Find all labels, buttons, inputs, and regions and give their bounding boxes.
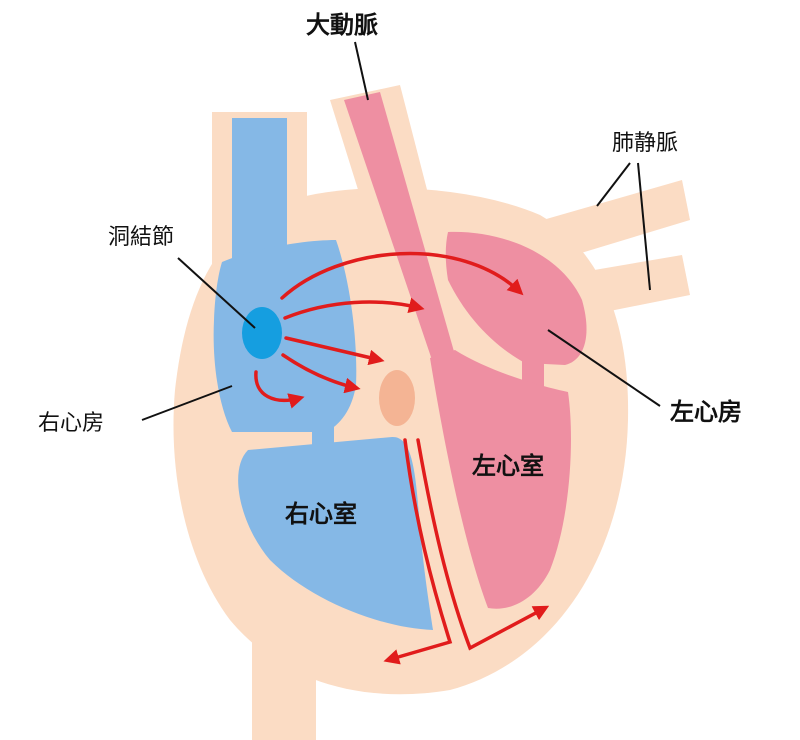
conduction-arrow-down bbox=[254, 370, 305, 409]
mitral-passage bbox=[522, 357, 544, 389]
label-left-atrium: 左心房 bbox=[670, 398, 742, 426]
superior-vena-cava-lumen bbox=[232, 118, 287, 270]
pulmonary-vein-leader-upper bbox=[596, 162, 631, 207]
left-ventricle-chamber bbox=[430, 350, 571, 609]
conduction-arrow-upper bbox=[283, 297, 425, 320]
tricuspid-passage bbox=[312, 420, 334, 446]
right-heart bbox=[213, 118, 433, 630]
pulmonary-vein-leader-lower bbox=[637, 162, 651, 291]
aorta-leader bbox=[354, 41, 369, 101]
conduction-arrows bbox=[254, 251, 550, 665]
right-atrium-chamber bbox=[213, 240, 357, 432]
conduction-arrow-bundle-left bbox=[383, 438, 453, 665]
conduction-arrow-to-left-atrium bbox=[280, 251, 524, 300]
label-right-atrium: 右心房 bbox=[38, 411, 104, 436]
label-right-ventricle: 右心室 bbox=[285, 500, 357, 528]
label-aorta: 大動脈 bbox=[306, 11, 378, 39]
sinoatrial-node bbox=[242, 307, 282, 359]
right-atrium-leader bbox=[141, 385, 233, 421]
label-left-ventricle: 左心室 bbox=[472, 452, 544, 480]
aorta-lumen bbox=[344, 92, 455, 360]
conduction-arrow-lower bbox=[281, 353, 361, 394]
right-ventricle-chamber bbox=[238, 436, 433, 630]
conduction-arrow-middle bbox=[284, 336, 385, 366]
sinoatrial-node-leader bbox=[177, 257, 256, 329]
left-atrium-leader bbox=[547, 329, 661, 407]
atrioventricular-node bbox=[379, 370, 415, 426]
leader-lines bbox=[141, 41, 661, 421]
label-sinoatrial-node: 洞結節 bbox=[108, 225, 174, 250]
conduction-arrow-bundle-right bbox=[416, 438, 550, 651]
label-pulmonary-veins: 肺静脈 bbox=[612, 131, 678, 156]
